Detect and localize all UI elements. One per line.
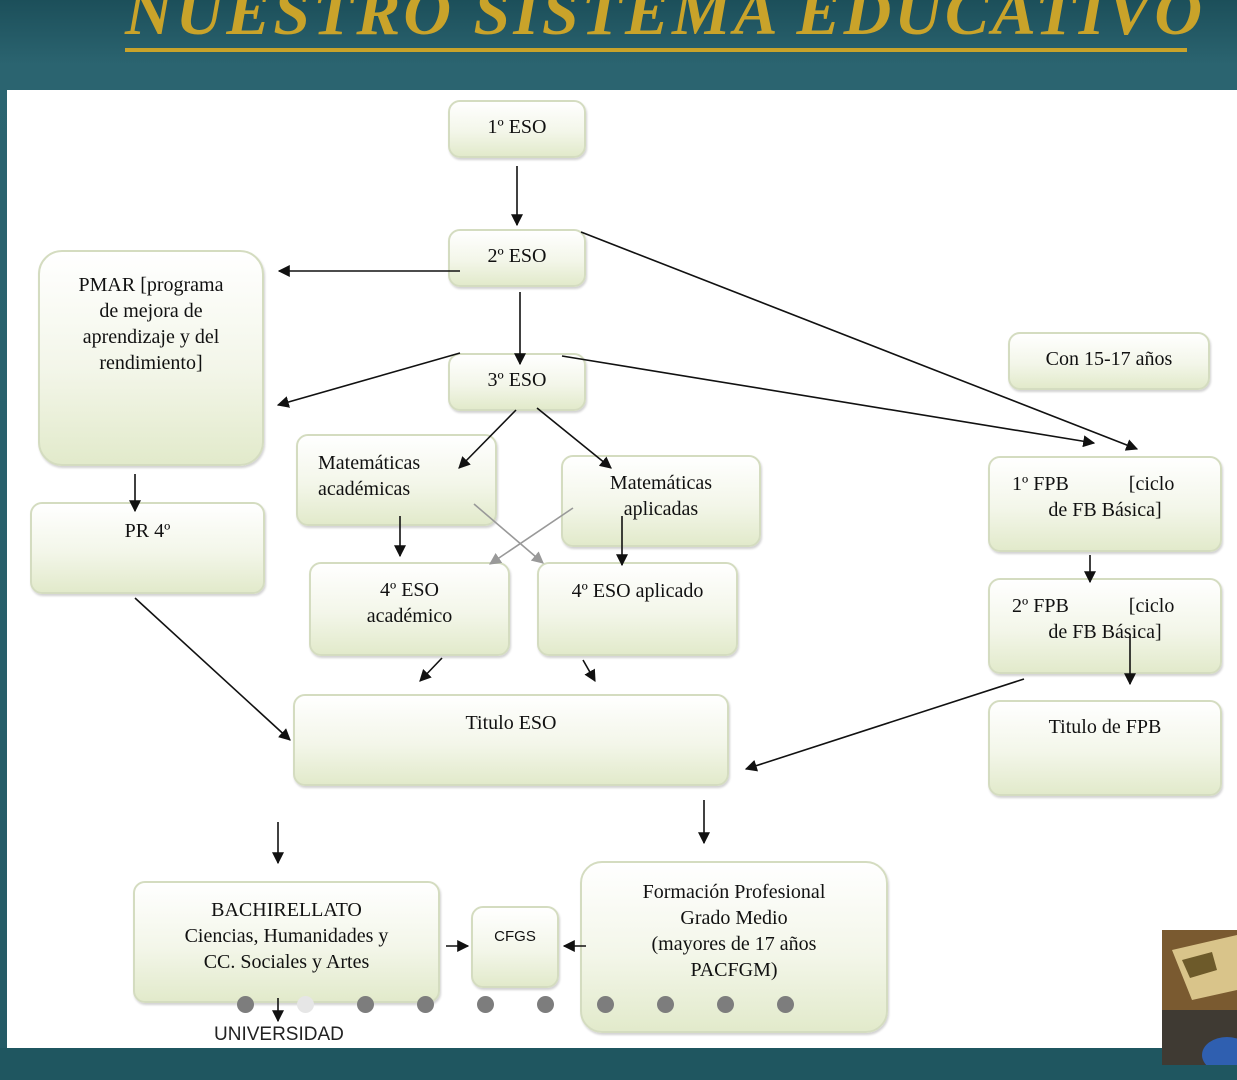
node-titulo-eso: Titulo ESO [293,694,729,786]
node-label: 1º FPB [ciclo [1012,473,1175,495]
node-label: 2º FPB [ciclo [1012,595,1175,617]
node-pr4: PR 4º [30,502,265,594]
node-label: de FB Básica] [1048,499,1162,521]
node-bachillerato: BACHIRELLATO Ciencias, Humanidades y CC.… [133,881,440,1003]
node-label: académico [366,605,453,627]
arrow-matapl-4esoacad [489,507,574,565]
universidad-label: UNIVERSIDAD [214,1024,344,1045]
node-2-eso: 2º ESO [448,229,586,287]
slide-dot-2[interactable] [297,996,314,1013]
node-label: 4º ESO aplicado [571,580,704,602]
node-label: Grado Medio [680,907,788,929]
webcam-thumbnail [1162,930,1237,1065]
node-label: de mejora de [99,300,203,322]
arrow-matacad-4esoapl [473,503,544,564]
slide-dot-5[interactable] [477,996,494,1013]
arrow-4esoapl-titulo [582,659,596,683]
node-2-fpb: 2º FPB [ciclo de FB Básica] [988,578,1222,674]
node-formacion-profesional: Formación Profesional Grado Medio (mayor… [580,861,888,1033]
node-label: Con 15-17 años [1045,348,1173,370]
node-4-eso-academico: 4º ESO académico [309,562,510,656]
slide-dot-6[interactable] [537,996,554,1013]
node-matematicas-aplicadas: Matemáticas aplicadas [561,455,761,547]
bottom-strip [0,1048,1237,1080]
node-label: 2º ESO [487,245,547,267]
node-label: Formación Profesional [642,881,826,903]
node-label: PMAR [programa [78,274,224,296]
arrow-3eso-matapl [536,407,612,469]
node-label: PACFGM) [690,959,778,981]
node-edad: Con 15-17 años [1008,332,1210,390]
slide-dot-1[interactable] [237,996,254,1013]
node-label: aprendizaje y del [82,326,220,348]
arrow-3eso-pmar [276,352,461,408]
node-label: de FB Básica] [1048,621,1162,643]
slide-dot-8[interactable] [657,996,674,1013]
node-label: (mayores de 17 años [651,933,817,955]
arrow-3eso-matacad [458,409,517,469]
node-label: rendimiento] [99,352,203,374]
node-label: Matemáticas [609,472,713,494]
node-cfgs: CFGS [471,906,559,988]
node-label: 3º ESO [487,369,547,391]
node-1-fpb: 1º FPB [ciclo de FB Básica] [988,456,1222,552]
node-label: Titulo ESO [465,712,557,734]
arrow-4esoacad-titulo [419,657,443,682]
node-label: académicas [318,478,411,500]
node-label: PR 4º [124,520,171,542]
slide-dot-7[interactable] [597,996,614,1013]
node-label: Matemáticas [318,452,421,474]
node-4-eso-aplicado: 4º ESO aplicado [537,562,738,656]
arrow-pr4-titulo [134,597,291,741]
node-label: BACHIRELLATO [211,899,362,921]
arrow-3eso-1fpb [561,355,1096,448]
node-label: Ciencias, Humanidades y [184,925,389,947]
node-label: aplicadas [623,498,699,520]
node-pmar: PMAR [programa de mejora de aprendizaje … [38,250,264,466]
arrow-2fpb-titulo-eso [744,678,1025,772]
node-matematicas-academicas: Matemáticas académicas [296,434,497,526]
node-label: CC. Sociales y Artes [203,951,370,973]
arrow-2eso-1fpb [580,231,1139,451]
node-label: 1º ESO [487,116,547,138]
node-label: Titulo de FPB [1048,716,1162,738]
node-label: CFGS [494,928,536,945]
node-label: 4º ESO [380,579,439,601]
slide-title: NUESTRO SISTEMA EDUCATIVO [125,0,1205,49]
webcam-image-icon [1162,930,1237,1065]
title-underline [125,48,1187,52]
slide-dot-4[interactable] [417,996,434,1013]
slide-dot-9[interactable] [717,996,734,1013]
slide-dot-3[interactable] [357,996,374,1013]
node-titulo-fpb: Titulo de FPB [988,700,1222,796]
slide-dot-10[interactable] [777,996,794,1013]
node-1-eso: 1º ESO [448,100,586,158]
